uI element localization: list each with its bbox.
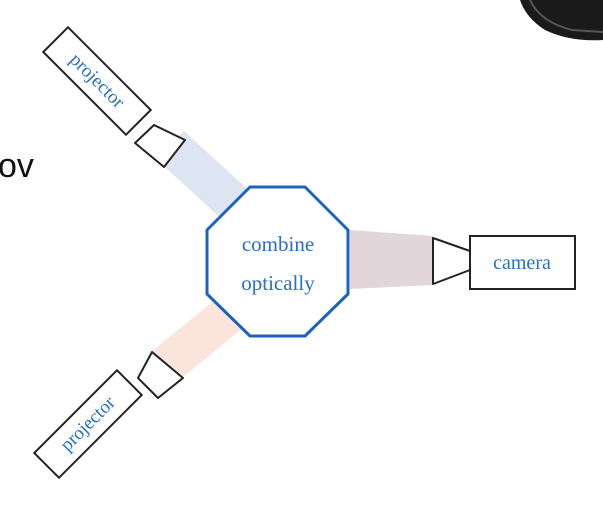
combine-label-line1: combine xyxy=(242,232,314,256)
projector-top-box xyxy=(41,25,153,137)
beam-camera xyxy=(350,230,433,289)
camera-label: camera xyxy=(493,252,551,274)
combine-label-line2: optically xyxy=(241,271,315,295)
projector-top: projector xyxy=(41,25,186,168)
camera-node: camera xyxy=(432,235,576,290)
projector-bottom: projector xyxy=(32,351,184,480)
beam-projector-bottom xyxy=(152,296,250,378)
camera-lens xyxy=(432,237,471,285)
projector-top-lens xyxy=(134,124,186,168)
projector-bottom-box xyxy=(32,368,144,480)
slide-partial-text: ov xyxy=(0,147,34,185)
camera-box xyxy=(469,235,576,290)
projector-bottom-lens xyxy=(137,351,184,399)
beam-projector-top xyxy=(154,131,255,222)
combine-octagon xyxy=(205,185,350,338)
camera-lens-photo xyxy=(520,0,603,41)
combine-node: combine optically xyxy=(205,185,350,338)
